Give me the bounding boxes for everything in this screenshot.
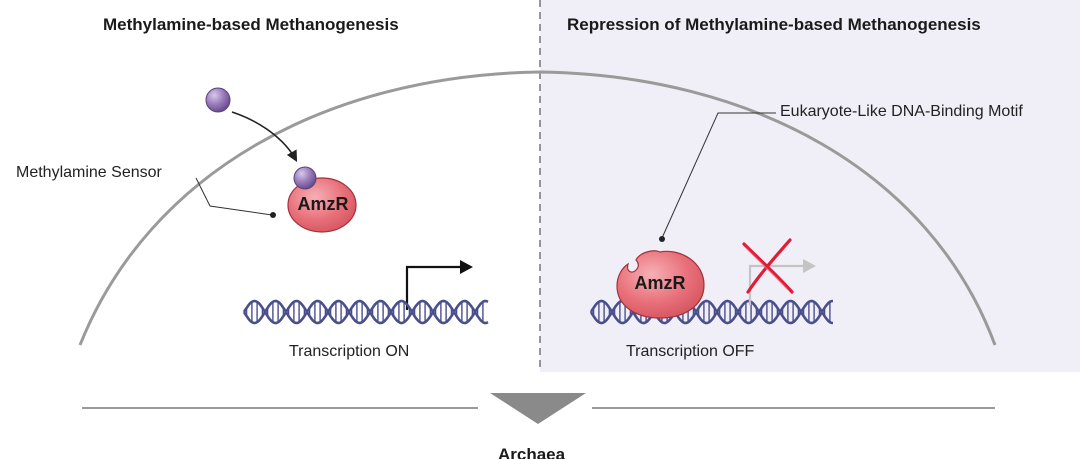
right-panel-background <box>540 0 1080 372</box>
motif-callout-label: Eukaryote-Like DNA-Binding Motif <box>780 103 1023 120</box>
promoter-arrow-on-head <box>460 260 473 274</box>
dna-helix-right <box>589 299 834 325</box>
right-panel-title: Repression of Methylamine-based Methanog… <box>567 15 981 34</box>
transcription-off-label: Transcription OFF <box>626 343 755 360</box>
sensor-callout-dot <box>270 212 276 218</box>
transcription-on-label: Transcription ON <box>289 343 410 360</box>
dna-strand-1 <box>242 299 489 325</box>
footer-title: Archaea <box>498 445 566 459</box>
sensor-callout-label: Methylamine Sensor <box>16 164 162 181</box>
motif-callout-line <box>661 112 776 239</box>
motif-callout-dot <box>659 236 665 242</box>
promoter-arrow-off-icon <box>748 264 805 305</box>
sensor-callout-line <box>195 177 273 216</box>
promoter-arrow-off-head <box>803 259 816 273</box>
down-arrow-icon <box>490 393 586 424</box>
methylamine-bound-icon <box>293 166 317 190</box>
amzr-protein-left <box>287 177 357 233</box>
left-panel-title: Methylamine-based Methanogenesis <box>103 15 399 34</box>
dna-strand-2 <box>242 299 489 325</box>
methylamine-free-icon <box>205 87 231 113</box>
promoter-arrow-on-icon <box>405 265 462 310</box>
amzr-protein-right <box>616 250 705 319</box>
amzr-label-right: AmzR <box>634 273 686 293</box>
cell-membrane-arc <box>78 70 997 346</box>
amzr-label-left: AmzR <box>297 194 349 214</box>
dna-helix-left <box>242 299 489 325</box>
dna-strand-2 <box>589 299 834 325</box>
binding-arrow <box>231 111 298 162</box>
blocked-cross-icon <box>742 238 794 294</box>
